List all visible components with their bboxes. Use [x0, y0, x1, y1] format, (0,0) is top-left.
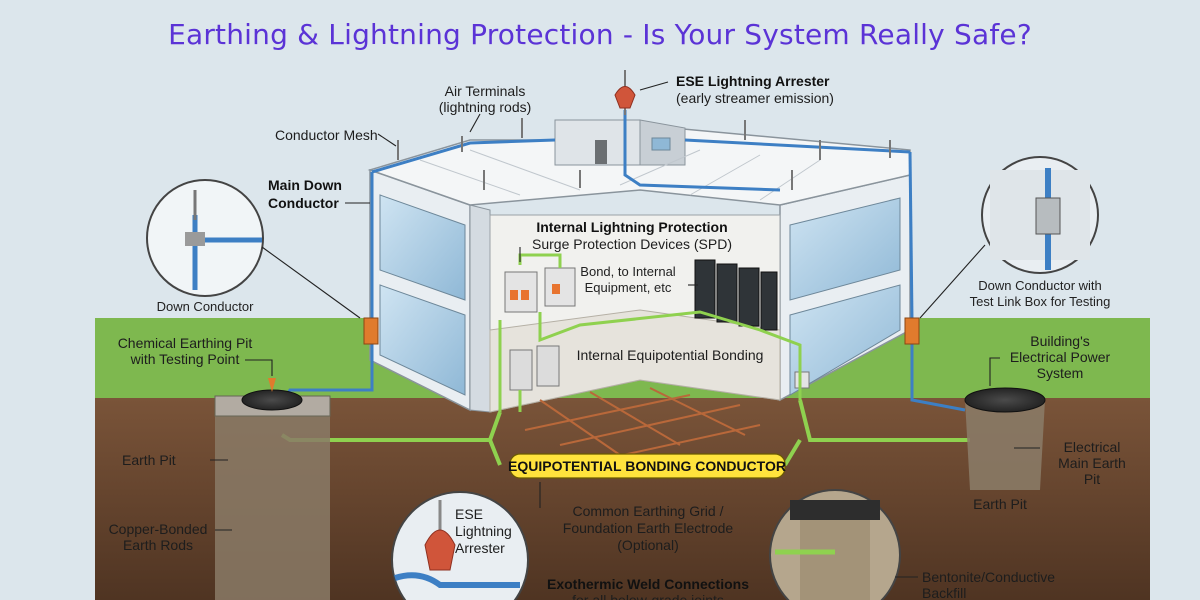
label-air-terminals: Air Terminals [445, 83, 526, 99]
page-title: Earthing & Lightning Protection - Is You… [168, 18, 1032, 51]
label-internal-eq: Internal Equipotential Bonding [577, 347, 764, 363]
label-conductor-mesh: Conductor Mesh [275, 127, 378, 143]
label-earth-pit-left: Earth Pit [122, 452, 176, 468]
foundation-grid [524, 387, 761, 461]
label-main-down-2: Conductor [268, 195, 339, 211]
label-grid-2: Foundation Earth Electrode [563, 520, 734, 536]
label-building-power: Building's [1030, 333, 1090, 349]
ese-arrester-top [614, 70, 636, 115]
label-building-power-2: Electrical Power [1010, 349, 1111, 365]
label-ese-inset-2: Lightning [455, 523, 512, 539]
label-bond-2: Equipment, etc [585, 280, 672, 295]
label-ese-inset-3: Arrester [455, 540, 505, 556]
label-ese-top: ESE Lightning Arrester [676, 73, 830, 89]
label-down-conductor: Down Conductor [157, 299, 254, 314]
label-main-down: Main Down [268, 177, 342, 193]
label-internal-lp: Internal Lightning Protection [536, 219, 727, 235]
label-chem-pit: Chemical Earthing Pit [118, 335, 253, 351]
test-link-box-right [904, 317, 920, 345]
label-copper-rods: Copper-Bonded [109, 521, 208, 537]
label-bentonite-2: Backfill [922, 585, 966, 600]
test-link-box-left [363, 317, 379, 345]
label-elec-main-3: Pit [1084, 471, 1100, 487]
label-copper-rods-2: Earth Rods [123, 537, 193, 553]
label-bond: Bond, to Internal [580, 264, 676, 279]
label-elec-main-2: Main Earth [1058, 455, 1126, 471]
label-exothermic: Exothermic Weld Connections [547, 576, 749, 592]
label-bentonite: Bentonite/Conductive [922, 569, 1055, 585]
label-equipotential-conductor: EQUIPOTENTIAL BONDING CONDUCTOR [508, 458, 786, 474]
label-down-test-2: Test Link Box for Testing [970, 294, 1111, 309]
label-exothermic-2: for all below-grade joints [572, 592, 724, 600]
earth-pit-right [964, 387, 1046, 490]
label-ese-top-sub: (early streamer emission) [676, 90, 834, 106]
label-grid: Common Earthing Grid / [573, 503, 724, 519]
label-building-power-3: System [1037, 365, 1084, 381]
label-chem-pit-2: with Testing Point [130, 351, 240, 367]
inset-weld [769, 489, 901, 600]
inset-down-conductor [146, 179, 361, 319]
label-spd: Surge Protection Devices (SPD) [532, 236, 732, 252]
equipotential-label-box [509, 453, 786, 479]
building [367, 119, 911, 413]
leader-lines [210, 81, 1040, 578]
inset-ese-arrester [391, 491, 529, 600]
label-down-test: Down Conductor with [978, 278, 1102, 293]
label-elec-main: Electrical [1064, 439, 1121, 455]
label-grid-3: (Optional) [617, 537, 678, 553]
inset-test-link [919, 156, 1099, 319]
label-earth-pit-right: Earth Pit [973, 496, 1027, 512]
earth-pit-left [214, 378, 331, 600]
label-ese-inset: ESE [455, 506, 483, 522]
conductor-mesh [370, 110, 914, 321]
label-air-terminals-sub: (lightning rods) [439, 99, 532, 115]
internal-equipment [504, 259, 810, 391]
air-terminals [397, 118, 891, 190]
